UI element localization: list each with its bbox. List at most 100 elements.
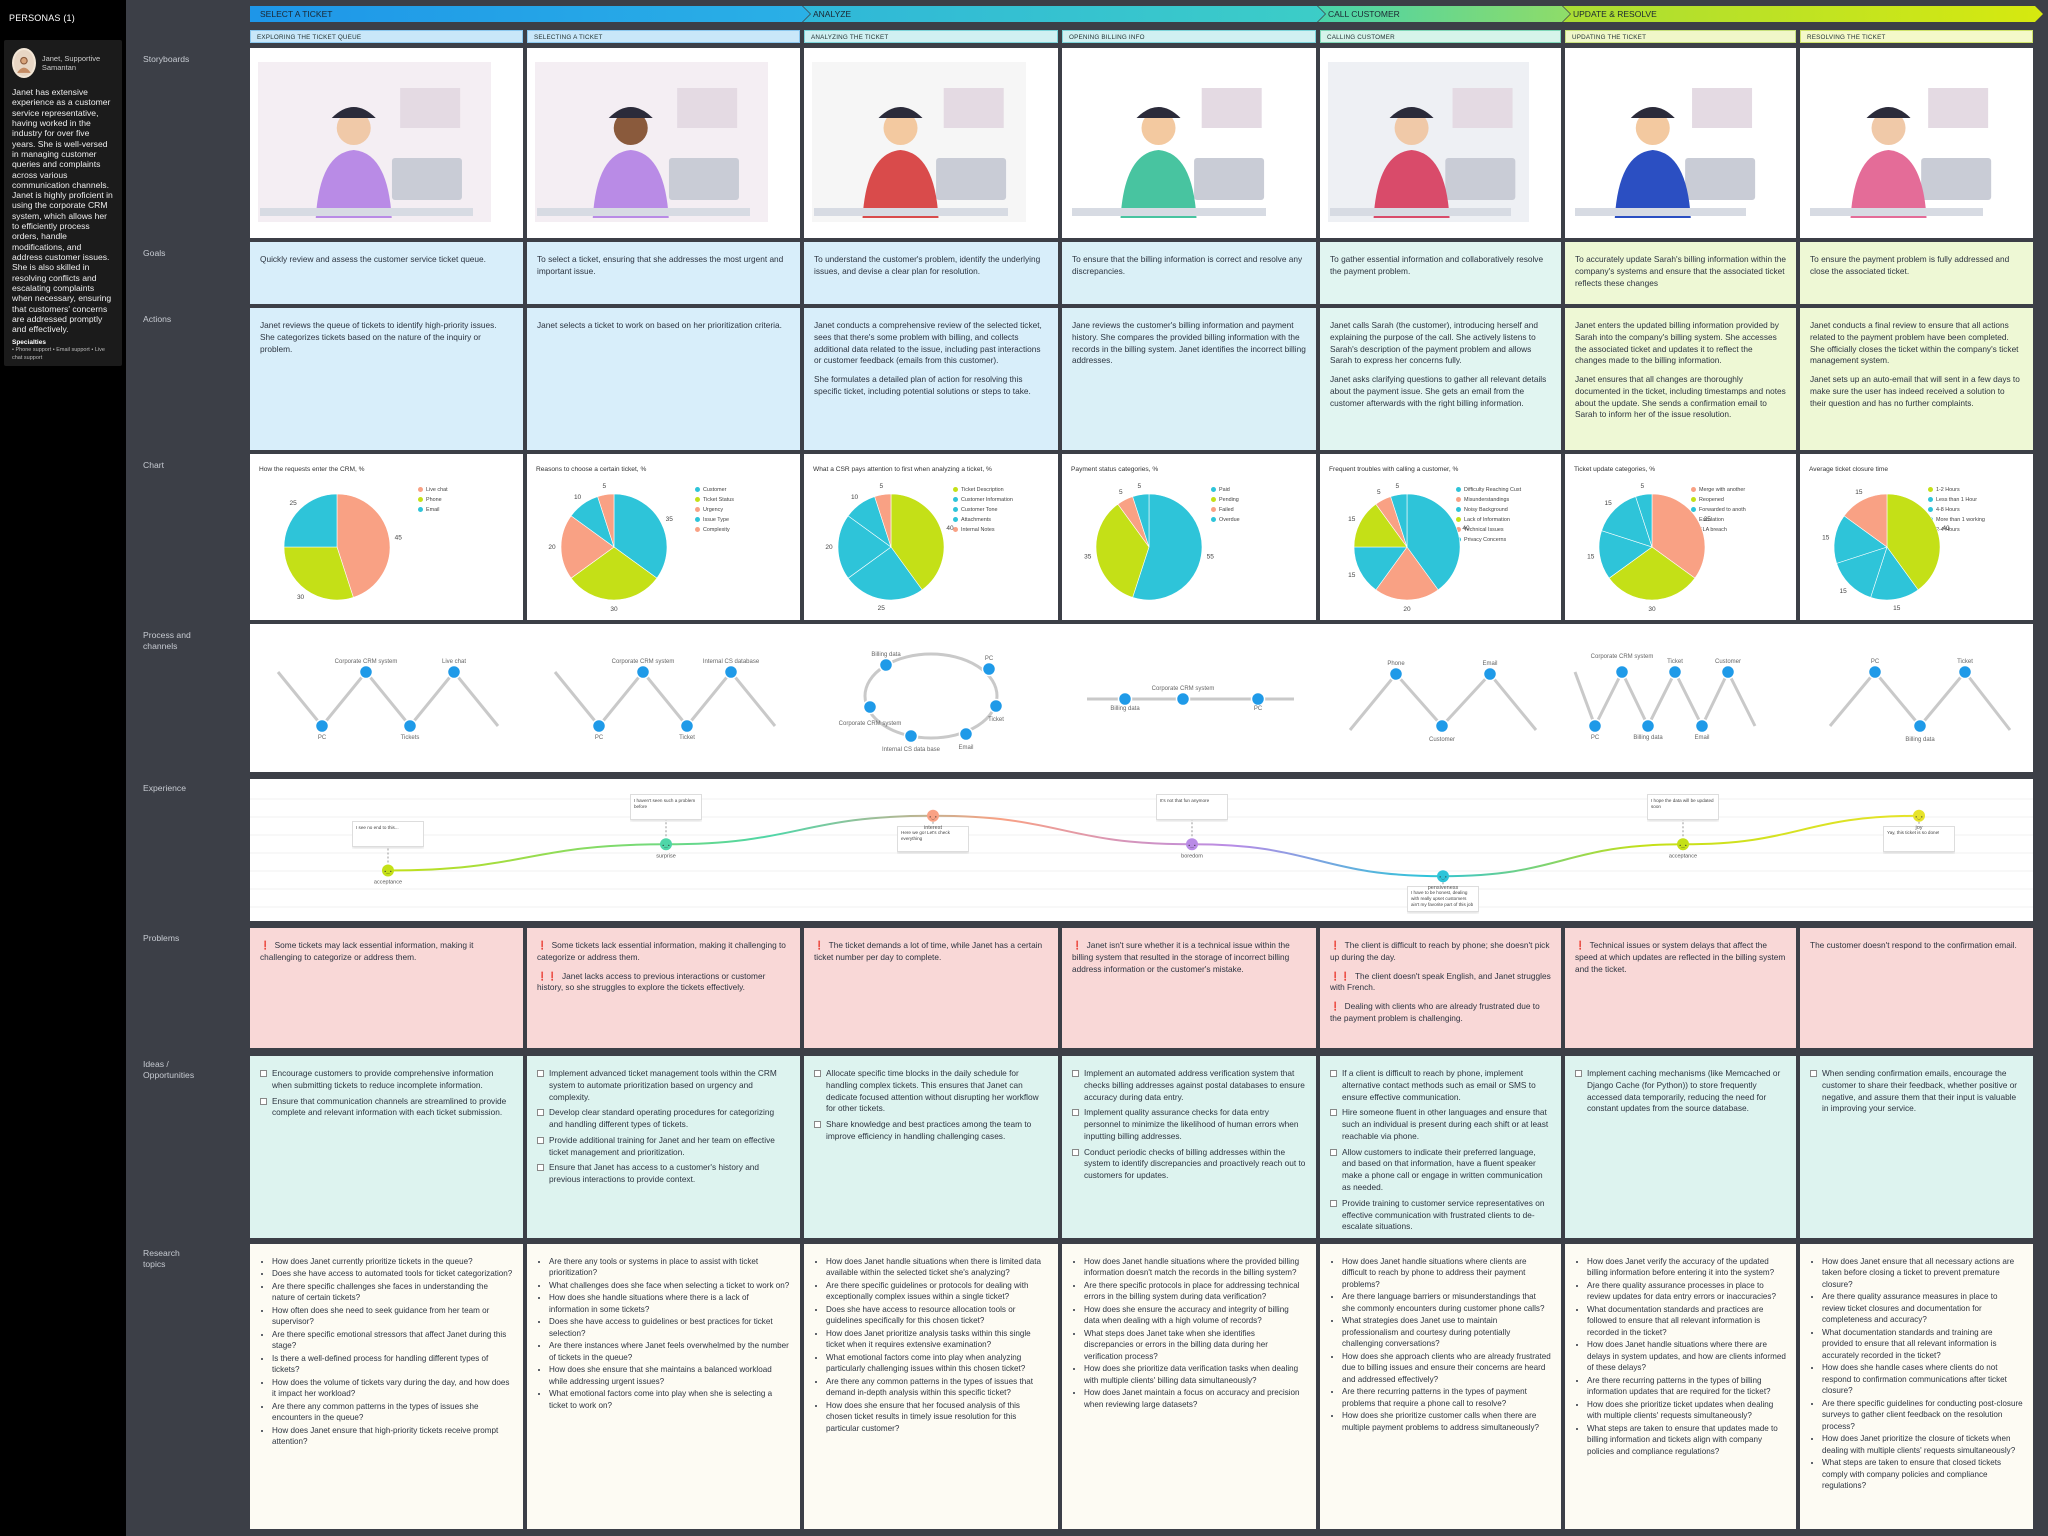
checkbox[interactable]: [537, 1109, 544, 1117]
actions-card[interactable]: Janet calls Sarah (the customer), introd…: [1320, 308, 1561, 450]
checkbox[interactable]: [1575, 1070, 1582, 1077]
idea-item[interactable]: Implement an automated address verificat…: [1072, 1068, 1306, 1103]
checkbox[interactable]: [1330, 1199, 1337, 1207]
idea-item[interactable]: Develop clear standard operating procedu…: [537, 1107, 790, 1131]
idea-item[interactable]: Share knowledge and best practices among…: [814, 1119, 1048, 1143]
checkbox[interactable]: [1810, 1070, 1817, 1077]
channel-label: PC: [1254, 706, 1263, 712]
actions-card[interactable]: Jane reviews the customer's billing info…: [1062, 308, 1316, 450]
ideas-card[interactable]: Implement caching mechanisms (like Memca…: [1565, 1056, 1796, 1238]
idea-item[interactable]: Allocate specific time blocks in the dai…: [814, 1068, 1048, 1115]
problems-card[interactable]: ❗ The ticket demands a lot of time, whil…: [804, 928, 1058, 1048]
storyboard-card[interactable]: [1800, 48, 2033, 238]
storyboard-card[interactable]: [804, 48, 1058, 238]
idea-text: Ensure that Janet has access to a custom…: [549, 1162, 760, 1185]
goal-card[interactable]: To select a ticket, ensuring that she ad…: [527, 242, 800, 304]
ideas-card[interactable]: Encourage customers to provide comprehen…: [250, 1056, 523, 1238]
checkbox[interactable]: [1330, 1070, 1337, 1077]
ideas-card[interactable]: Implement advanced ticket management too…: [527, 1056, 800, 1238]
goal-card[interactable]: To accurately update Sarah's billing inf…: [1565, 242, 1796, 304]
goal-card[interactable]: To ensure the payment problem is fully a…: [1800, 242, 2033, 304]
stage-update-resolve[interactable]: UPDATE & RESOLVE: [1563, 6, 2043, 22]
checkbox[interactable]: [260, 1070, 267, 1077]
problems-card[interactable]: The customer doesn't respond to the conf…: [1800, 928, 2033, 1048]
stage-select-ticket[interactable]: SELECT A TICKET: [250, 6, 810, 22]
checkbox[interactable]: [1072, 1109, 1079, 1117]
problems-card[interactable]: ❗ The client is difficult to reach by ph…: [1320, 928, 1561, 1048]
idea-item[interactable]: Provide training to customer service rep…: [1330, 1198, 1551, 1233]
actions-card[interactable]: Janet enters the updated billing informa…: [1565, 308, 1796, 450]
chart-card[interactable]: Ticket update categories, %Merge with an…: [1565, 454, 1796, 620]
research-card[interactable]: How does Janet verify the accuracy of th…: [1565, 1244, 1796, 1529]
actions-card[interactable]: Janet conducts a final review to ensure …: [1800, 308, 2033, 450]
storyboard-card[interactable]: [527, 48, 800, 238]
checkbox[interactable]: [814, 1070, 821, 1077]
storyboard-card[interactable]: [1062, 48, 1316, 238]
checkbox[interactable]: [1072, 1148, 1079, 1156]
research-card[interactable]: How does Janet currently prioritize tick…: [250, 1244, 523, 1529]
research-card[interactable]: How does Janet handle situations where t…: [1062, 1244, 1316, 1529]
idea-item[interactable]: Implement caching mechanisms (like Memca…: [1575, 1068, 1786, 1115]
actions-card[interactable]: Janet reviews the queue of tickets to id…: [250, 308, 523, 450]
actions-card[interactable]: Janet selects a ticket to work on based …: [527, 308, 800, 450]
research-card[interactable]: How does Janet handle situations when th…: [804, 1244, 1058, 1529]
emotion-face-icon: [1437, 870, 1449, 883]
channel-label: PC: [985, 656, 994, 662]
checkbox[interactable]: [260, 1097, 267, 1105]
persona-card[interactable]: Janet, Supportive Samantan Janet has ext…: [4, 40, 122, 366]
idea-text: Provide training to customer service rep…: [1342, 1197, 1545, 1232]
checkbox[interactable]: [537, 1136, 544, 1144]
stage-call-customer[interactable]: CALL CUSTOMER: [1318, 6, 1570, 22]
goal-card[interactable]: To ensure that the billing information i…: [1062, 242, 1316, 304]
idea-item[interactable]: Implement advanced ticket management too…: [537, 1068, 790, 1103]
problems-card[interactable]: ❗ Some tickets lack essential informatio…: [527, 928, 800, 1048]
research-card[interactable]: How does Janet ensure that all necessary…: [1800, 1244, 2033, 1529]
storyboard-card[interactable]: [250, 48, 523, 238]
checkbox[interactable]: [814, 1121, 821, 1129]
idea-item[interactable]: Conduct periodic checks of billing addre…: [1072, 1147, 1306, 1182]
pie-value-label: 30: [1648, 606, 1656, 613]
idea-item[interactable]: If a client is difficult to reach by pho…: [1330, 1068, 1551, 1103]
idea-item[interactable]: Implement quality assurance checks for d…: [1072, 1107, 1306, 1142]
storyboard-card[interactable]: [1565, 48, 1796, 238]
actions-card[interactable]: Janet conducts a comprehensive review of…: [804, 308, 1058, 450]
goal-card[interactable]: To understand the customer's problem, id…: [804, 242, 1058, 304]
storyboard-card[interactable]: [1320, 48, 1561, 238]
checkbox[interactable]: [1330, 1109, 1337, 1117]
chart-card[interactable]: Frequent troubles with calling a custome…: [1320, 454, 1561, 620]
chart-card[interactable]: What a CSR pays attention to first when …: [804, 454, 1058, 620]
idea-item[interactable]: Ensure that Janet has access to a custom…: [537, 1162, 790, 1186]
problems-card[interactable]: ❗ Some tickets may lack essential inform…: [250, 928, 523, 1048]
idea-text: Implement an automated address verificat…: [1084, 1068, 1305, 1102]
ideas-card[interactable]: Allocate specific time blocks in the dai…: [804, 1056, 1058, 1238]
idea-item[interactable]: Provide additional training for Janet an…: [537, 1135, 790, 1159]
checkbox[interactable]: [1330, 1148, 1337, 1156]
channel-label: Billing data: [1633, 735, 1663, 741]
research-item: How does she prioritize ticket updates w…: [1587, 1399, 1786, 1422]
stage-analyze[interactable]: ANALYZE: [803, 6, 1325, 22]
problems-card[interactable]: ❗ Technical issues or system delays that…: [1565, 928, 1796, 1048]
research-card[interactable]: Are there any tools or systems in place …: [527, 1244, 800, 1529]
chart-card[interactable]: Reasons to choose a certain ticket, %Cus…: [527, 454, 800, 620]
research-card[interactable]: How does Janet handle situations where c…: [1320, 1244, 1561, 1529]
goal-card[interactable]: Quickly review and assess the customer s…: [250, 242, 523, 304]
idea-item[interactable]: Hire someone fluent in other languages a…: [1330, 1107, 1551, 1142]
ideas-card[interactable]: When sending confirmation emails, encour…: [1800, 1056, 2033, 1238]
ideas-card[interactable]: Implement an automated address verificat…: [1062, 1056, 1316, 1238]
idea-item[interactable]: Ensure that communication channels are s…: [260, 1096, 513, 1120]
checkbox[interactable]: [1072, 1070, 1079, 1077]
problems-card[interactable]: ❗ Janet isn't sure whether it is a techn…: [1062, 928, 1316, 1048]
chart-card[interactable]: How the requests enter the CRM, %Live ch…: [250, 454, 523, 620]
legend-label: Email: [426, 507, 440, 513]
research-item: How often does she need to seek guidance…: [272, 1305, 513, 1328]
idea-item[interactable]: Allow customers to indicate their prefer…: [1330, 1147, 1551, 1194]
idea-item[interactable]: Encourage customers to provide comprehen…: [260, 1068, 513, 1092]
idea-text: When sending confirmation emails, encour…: [1822, 1068, 2018, 1114]
goal-card[interactable]: To gather essential information and coll…: [1320, 242, 1561, 304]
checkbox[interactable]: [537, 1164, 544, 1172]
ideas-card[interactable]: If a client is difficult to reach by pho…: [1320, 1056, 1561, 1238]
checkbox[interactable]: [537, 1070, 544, 1077]
idea-item[interactable]: When sending confirmation emails, encour…: [1810, 1068, 2023, 1115]
